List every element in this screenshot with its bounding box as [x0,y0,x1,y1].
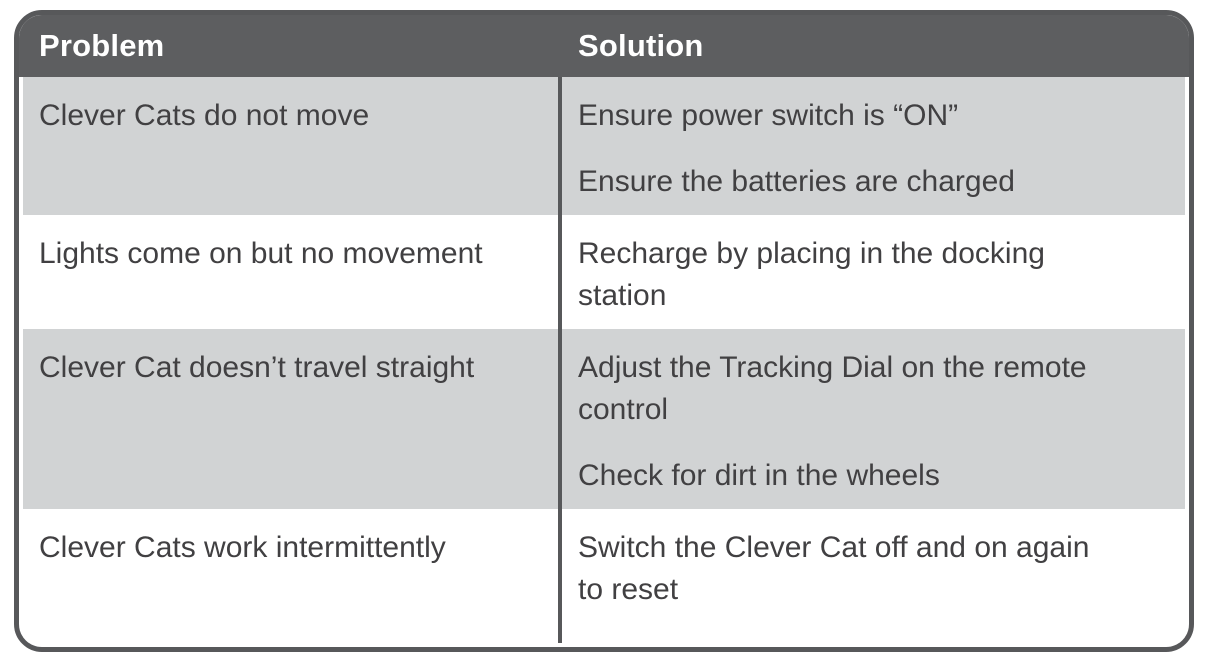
column-header-solution: Solution [578,28,704,63]
table-row: Clever Cat doesn’t travel straight Adjus… [23,329,1185,509]
table-row: Clever Cats do not move Ensure power swi… [23,77,1185,215]
problem-text: Clever Cat doesn’t travel straight [39,351,475,384]
table-row: Clever Cats work intermittently Switch t… [23,509,1185,643]
table-body: Clever Cats do not move Ensure power swi… [19,77,1189,647]
solution-text: Adjust the Tracking Dial on the remote c… [578,351,1087,426]
table-header-row: Problem Solution [19,15,1189,77]
solution-cell: Ensure power switch is “ON” Ensure the b… [558,77,1185,215]
solution-text: Switch the Clever Cat off and on again t… [578,531,1090,606]
column-header-problem: Problem [39,28,165,63]
solution-text: Recharge by placing in the docking stati… [578,237,1045,312]
solution-text: Ensure power switch is “ON” [578,99,959,132]
solution-text: Ensure the batteries are charged [578,165,1015,198]
solution-cell: Switch the Clever Cat off and on again t… [558,509,1185,643]
problem-text: Clever Cats work intermittently [39,531,446,564]
problem-cell: Lights come on but no movement [23,215,558,329]
table-row: Lights come on but no movement Recharge … [23,215,1185,329]
problem-text: Clever Cats do not move [39,99,370,132]
solution-text: Check for dirt in the wheels [578,459,940,492]
problem-cell: Clever Cats do not move [23,77,558,215]
problem-text: Lights come on but no movement [39,237,483,270]
problem-cell: Clever Cat doesn’t travel straight [23,329,558,509]
troubleshooting-table: Problem Solution Clever Cats do not move… [14,10,1194,652]
solution-cell: Adjust the Tracking Dial on the remote c… [558,329,1185,509]
problem-cell: Clever Cats work intermittently [23,509,558,643]
solution-cell: Recharge by placing in the docking stati… [558,215,1185,329]
